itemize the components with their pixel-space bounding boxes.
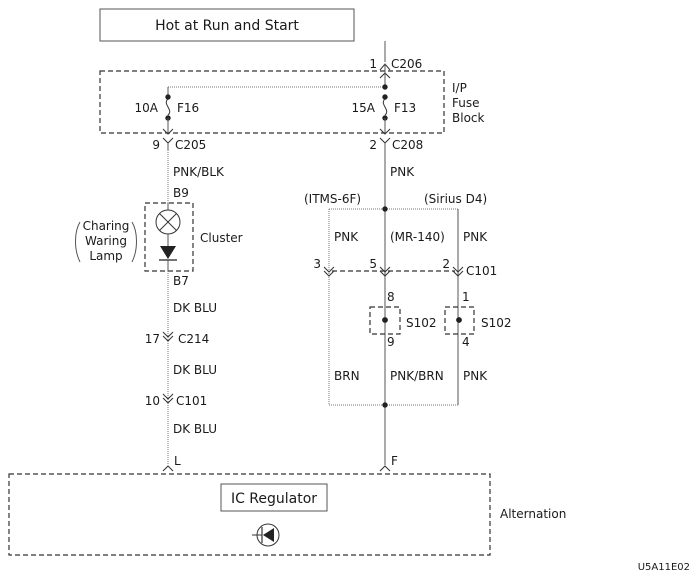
figure-code: U5A11E02 (638, 562, 690, 573)
fuse-f13: 15A F13 (352, 94, 416, 135)
terminal-l-label: L (174, 454, 181, 468)
ic-regulator: IC Regulator (220, 483, 328, 512)
svg-text:C214: C214 (178, 332, 209, 346)
variant-itms-6f: (ITMS-6F) (304, 192, 361, 206)
c206-name: C206 (391, 57, 422, 71)
connector-c101-left: 10 C101 (145, 393, 207, 408)
wire-label-dk-blu-1: DK BLU (173, 301, 217, 315)
alternator-outline (8, 473, 491, 556)
wire-label-pnk-lower-right: PNK (463, 369, 488, 383)
ic-regulator-box (220, 483, 328, 512)
fuse-block-outline (99, 70, 445, 134)
connector-c101-right: 3 5 2 C101 (313, 257, 497, 278)
svg-text:Fuse: Fuse (452, 96, 480, 110)
svg-text:4: 4 (462, 335, 470, 349)
svg-text:9: 9 (152, 138, 160, 152)
terminal-f-label: F (391, 454, 398, 468)
svg-text:10: 10 (145, 394, 160, 408)
terminal-f (379, 465, 391, 472)
svg-text:S102: S102 (481, 316, 512, 330)
svg-text:Lamp: Lamp (89, 249, 122, 263)
wire-label-pnk-blk: PNK/BLK (173, 165, 225, 179)
svg-text:Charing: Charing (83, 219, 130, 233)
connector-c214: 17 C214 (145, 331, 209, 346)
svg-text:2: 2 (442, 257, 450, 271)
cluster-label: Cluster (200, 231, 243, 245)
svg-text:9: 9 (387, 335, 395, 349)
svg-text:2: 2 (369, 138, 377, 152)
diode-icon (159, 246, 177, 261)
fuse-block-label: I/P Fuse Block (452, 81, 485, 125)
lamp-label: Charing Waring Lamp (75, 219, 137, 263)
svg-text:Block: Block (452, 111, 485, 125)
svg-text:I/P: I/P (452, 81, 467, 95)
connector-c208: 2 C208 (369, 137, 423, 152)
svg-text:S102: S102 (406, 316, 437, 330)
fuse-f16: 10A F16 (135, 87, 199, 135)
connector-c205: 9 C205 (152, 137, 206, 152)
wire-label-pnk-brn: PNK/BRN (390, 369, 444, 383)
f16-rating: 10A (135, 101, 159, 115)
svg-text:17: 17 (145, 332, 160, 346)
cluster-outline (144, 202, 194, 272)
svg-text:5: 5 (369, 257, 377, 271)
wire-label-pnk-main: PNK (390, 165, 415, 179)
wire-label-brn: BRN (334, 369, 360, 383)
c206-pin: 1 (369, 57, 377, 71)
splice-s102-right: 1 S102 4 (444, 290, 512, 349)
f13-rating: 15A (352, 101, 376, 115)
connector-c206: 1 C206 (369, 57, 422, 71)
f16-name: F16 (177, 101, 199, 115)
cluster-pin-b7: B7 (173, 274, 189, 288)
wire-label-dk-blu-3: DK BLU (173, 422, 217, 436)
alternator-label: Alternation (500, 507, 566, 521)
wire-label-pnk-right: PNK (463, 230, 488, 244)
ic-regulator-label: IC Regulator (231, 491, 317, 507)
variant-mr-140: (MR-140) (390, 230, 445, 244)
svg-text:C208: C208 (392, 138, 423, 152)
terminal-l (162, 465, 174, 472)
svg-text:C101: C101 (176, 394, 207, 408)
power-source: Hot at Run and Start (99, 8, 355, 42)
splice-s102-middle: 8 S102 9 (369, 290, 437, 349)
svg-text:C205: C205 (175, 138, 206, 152)
f13-name: F13 (394, 101, 416, 115)
cluster-pin-b9: B9 (173, 186, 189, 200)
wire-label-dk-blu-2: DK BLU (173, 363, 217, 377)
svg-text:8: 8 (387, 290, 395, 304)
charge-warning-lamp-icon (155, 209, 181, 235)
power-source-label: Hot at Run and Start (155, 18, 299, 34)
zener-diode-icon (252, 523, 280, 547)
wire-label-pnk-left: PNK (334, 230, 359, 244)
svg-text:C101: C101 (466, 264, 497, 278)
power-source-box (99, 8, 355, 42)
svg-text:3: 3 (313, 257, 321, 271)
svg-text:1: 1 (462, 290, 470, 304)
svg-text:Waring: Waring (85, 234, 127, 248)
variant-sirius-d4: (Sirius D4) (424, 192, 487, 206)
